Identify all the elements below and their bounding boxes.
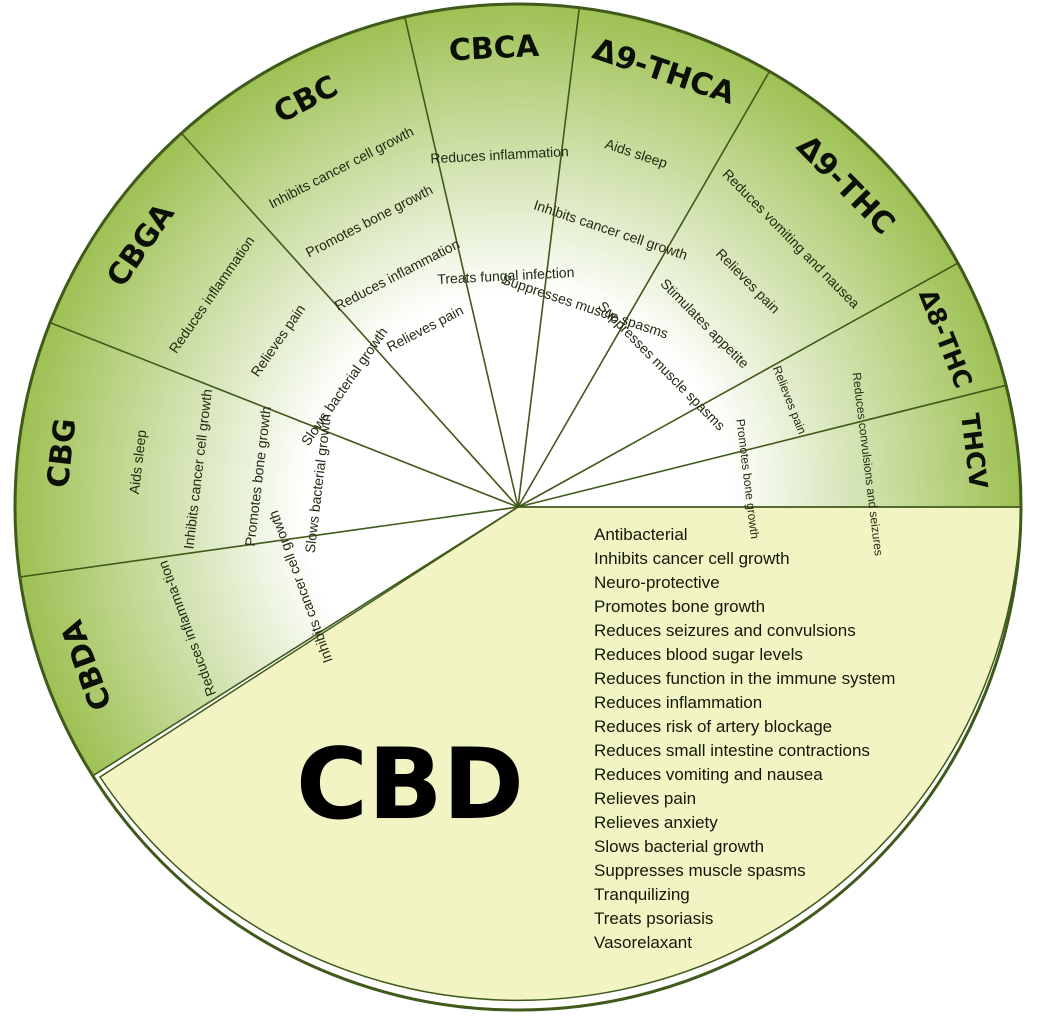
cbd-effect-item: Reduces risk of artery blockage (594, 717, 832, 736)
cbd-effect-item: Vasorelaxant (594, 933, 692, 952)
cbd-effect-item: Reduces function in the immune system (594, 669, 895, 688)
divider-line (404, 16, 519, 508)
cbd-effect-item: Suppresses muscle spasms (594, 861, 806, 880)
cbd-effect-item: Slows bacterial growth (594, 837, 764, 856)
divider-line (49, 321, 519, 508)
cbd-effect-item: Relieves pain (594, 789, 696, 808)
segment-effect-cbca: Reduces inflammation (430, 143, 569, 166)
divider-line (19, 506, 519, 578)
cbd-effect-item: Reduces seizures and convulsions (594, 621, 856, 640)
cbd-effect-item: Reduces vomiting and nausea (594, 765, 823, 784)
divider-line (180, 132, 519, 508)
segment-wedge-cbda (19, 507, 519, 776)
segment-wedge-cbga (50, 133, 518, 507)
segment-wedge-cbca (404, 3, 580, 508)
segment-wedge-d9thc (518, 71, 958, 508)
cbd-effect-item: Inhibits cancer cell growth (594, 549, 790, 568)
cbd-slice (98, 506, 1022, 1002)
cbd-effect-item: Relieves anxiety (594, 813, 718, 832)
cbd-effect-item: Promotes bone growth (594, 597, 765, 616)
segments-layer (14, 3, 1022, 776)
cbd-effect-item: Treats psoriasis (594, 909, 713, 928)
segment-title-cbg: CBG (41, 417, 84, 490)
segment-wedge-d9thca (518, 7, 770, 507)
segment-wedge-cbc (181, 16, 518, 508)
divider-line (92, 506, 519, 777)
segment-effect-cbg: Aids sleep (126, 429, 149, 495)
segment-wedge-d8thc (518, 263, 1007, 507)
cbd-effect-item: Neuro-protective (594, 573, 720, 592)
cbd-effect-item: Tranquilizing (594, 885, 690, 904)
divider-line (517, 384, 1007, 508)
cbd-effect-item: Antibacterial (594, 525, 688, 544)
divider-lines (19, 7, 1021, 777)
cbd-title: CBD (296, 728, 524, 842)
divider-line (517, 7, 581, 508)
divider-line (517, 70, 771, 508)
cbd-effect-item: Reduces blood sugar levels (594, 645, 803, 664)
divider-line (517, 262, 959, 508)
cbd-effect-item: Reduces small intestine contractions (594, 741, 870, 760)
segment-title-cbca: CBCA (448, 29, 541, 69)
segment-wedge-cbg (14, 322, 518, 577)
segment-wedge-thcv (518, 385, 1022, 507)
cbd-effects-list: Antibacterial Inhibits cancer cell growt… (594, 525, 895, 952)
segment-effect-cbca: Treats fungal infection (437, 264, 575, 287)
cbd-effect-item: Reduces inflammation (594, 693, 762, 712)
